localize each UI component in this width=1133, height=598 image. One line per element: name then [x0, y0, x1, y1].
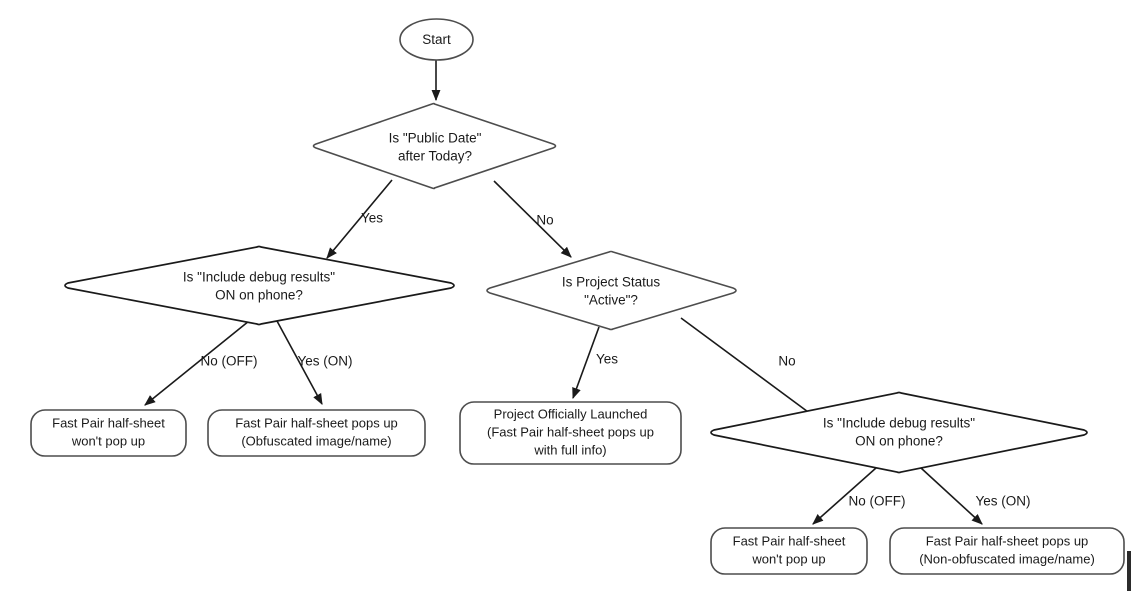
- edge-label-public-date-no: No: [536, 213, 553, 228]
- node-decision-debug-left[interactable]: Is "Include debug results" ON on phone?: [64, 245, 455, 326]
- edge-public-date-no: [493, 180, 572, 258]
- node-decision-debug-right[interactable]: Is "Include debug results" ON on phone?: [710, 391, 1088, 474]
- page-edge-artifact: [1127, 551, 1131, 591]
- node-terminal-launched[interactable]: Project Officially Launched (Fast Pair h…: [459, 401, 682, 465]
- node-decision-project-status[interactable]: Is Project Status "Active"?: [486, 250, 737, 331]
- edge-debug-right-yes: [920, 467, 983, 525]
- right-off-label-line1: Fast Pair half-sheet: [733, 533, 846, 548]
- project-status-label-line2: "Active"?: [584, 293, 638, 308]
- debug-left-label-line1: Is "Include debug results": [183, 270, 335, 285]
- left-on-label-line2: (Obfuscated image/name): [241, 433, 391, 448]
- debug-left-diamond[interactable]: [64, 245, 455, 326]
- public-date-label-line2: after Today?: [398, 149, 472, 164]
- node-terminal-right-off[interactable]: Fast Pair half-sheet won't pop up: [710, 527, 868, 575]
- nodes-layer: Start Is "Public Date" after Today? Is "…: [30, 18, 1125, 575]
- launched-box[interactable]: [459, 401, 682, 465]
- edge-label-debug-right-yes: Yes (ON): [975, 494, 1030, 509]
- launched-label-line2: (Fast Pair half-sheet pops up: [487, 424, 654, 439]
- right-off-box[interactable]: [710, 527, 868, 575]
- node-terminal-left-on[interactable]: Fast Pair half-sheet pops up (Obfuscated…: [207, 409, 426, 457]
- debug-right-diamond[interactable]: [710, 391, 1088, 474]
- edge-public-date-yes: [326, 179, 393, 259]
- right-on-label-line1: Fast Pair half-sheet pops up: [926, 533, 1089, 548]
- public-date-label-line1: Is "Public Date": [389, 131, 482, 146]
- right-on-label-line2: (Non-obfuscated image/name): [919, 551, 1095, 566]
- edge-label-debug-right-no: No (OFF): [849, 494, 906, 509]
- left-on-box[interactable]: [207, 409, 426, 457]
- edge-project-status-no: [680, 317, 824, 424]
- edge-label-public-date-yes: Yes: [361, 211, 383, 226]
- edge-debug-left-no: [144, 320, 250, 406]
- left-off-label-line2: won't pop up: [71, 433, 145, 448]
- edge-project-status-yes: [572, 326, 600, 400]
- node-decision-public-date[interactable]: Is "Public Date" after Today?: [312, 102, 557, 190]
- project-status-label-line1: Is Project Status: [562, 275, 661, 290]
- public-date-diamond[interactable]: [312, 102, 557, 190]
- left-off-label-line1: Fast Pair half-sheet: [52, 415, 165, 430]
- edge-debug-left-yes: [276, 320, 323, 405]
- launched-label-line1: Project Officially Launched: [494, 406, 648, 421]
- edge-debug-right-no: [812, 467, 877, 525]
- edge-label-project-status-no: No: [778, 354, 795, 369]
- launched-label-line3: with full info): [533, 442, 606, 457]
- left-on-label-line1: Fast Pair half-sheet pops up: [235, 415, 398, 430]
- start-ellipse[interactable]: [399, 18, 474, 61]
- node-terminal-right-on[interactable]: Fast Pair half-sheet pops up (Non-obfusc…: [889, 527, 1125, 575]
- node-start[interactable]: Start: [399, 18, 474, 61]
- start-label: Start: [422, 32, 451, 47]
- right-on-box[interactable]: [889, 527, 1125, 575]
- project-status-diamond[interactable]: [486, 250, 737, 331]
- debug-left-label-line2: ON on phone?: [215, 288, 303, 303]
- edge-label-debug-left-yes: Yes (ON): [297, 354, 352, 369]
- debug-right-label-line2: ON on phone?: [855, 434, 943, 449]
- right-off-label-line2: won't pop up: [751, 551, 825, 566]
- edge-label-project-status-yes: Yes: [596, 352, 618, 367]
- node-terminal-left-off[interactable]: Fast Pair half-sheet won't pop up: [30, 409, 187, 457]
- edge-label-debug-left-no: No (OFF): [201, 354, 258, 369]
- left-off-box[interactable]: [30, 409, 187, 457]
- edges-layer: Yes No No (OFF) Yes (ON) Yes No No (OFF)…: [144, 60, 1031, 525]
- debug-right-label-line1: Is "Include debug results": [823, 416, 975, 431]
